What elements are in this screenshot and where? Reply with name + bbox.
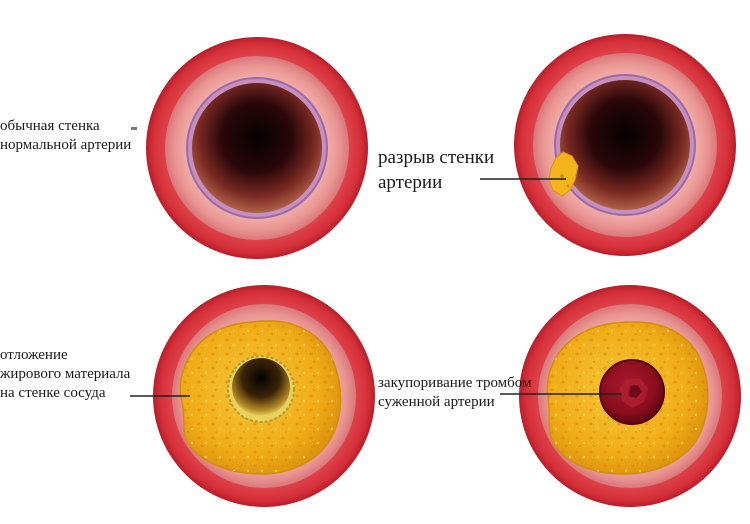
- label-thrombus: закупоривание тромбом суженной артерии: [378, 374, 532, 412]
- label-normal-line-1: обычная стенка: [0, 118, 100, 134]
- label-rupture-line-2: артерии: [378, 171, 443, 193]
- label-fatty-line-3: на стенке сосуда: [0, 384, 106, 401]
- label-rupture: разрыв стенки артерии: [378, 146, 494, 195]
- label-normal-line-2: нормальной артерии: [0, 136, 132, 153]
- label-fatty-deposit: отложение жирового материала на стенке с…: [0, 346, 130, 402]
- label-normal-artery: обычная стенка нормальной артерии: [0, 117, 131, 155]
- label-thrombus-line-2: суженной артерии: [378, 393, 495, 410]
- artery-thrombus: [519, 285, 741, 507]
- artery-normal: [131, 37, 368, 259]
- rupture-fat-fragment: [548, 151, 579, 197]
- label-thrombus-line-1: закупоривание тромбом: [378, 375, 532, 391]
- label-rupture-line-1: разрыв стенки: [378, 147, 495, 168]
- label-fatty-line-2: жирового материала: [0, 365, 131, 382]
- artery-rupture: [514, 34, 736, 256]
- artery-fatty-deposit: [153, 285, 375, 507]
- label-fatty-line-1: отложение: [0, 347, 68, 363]
